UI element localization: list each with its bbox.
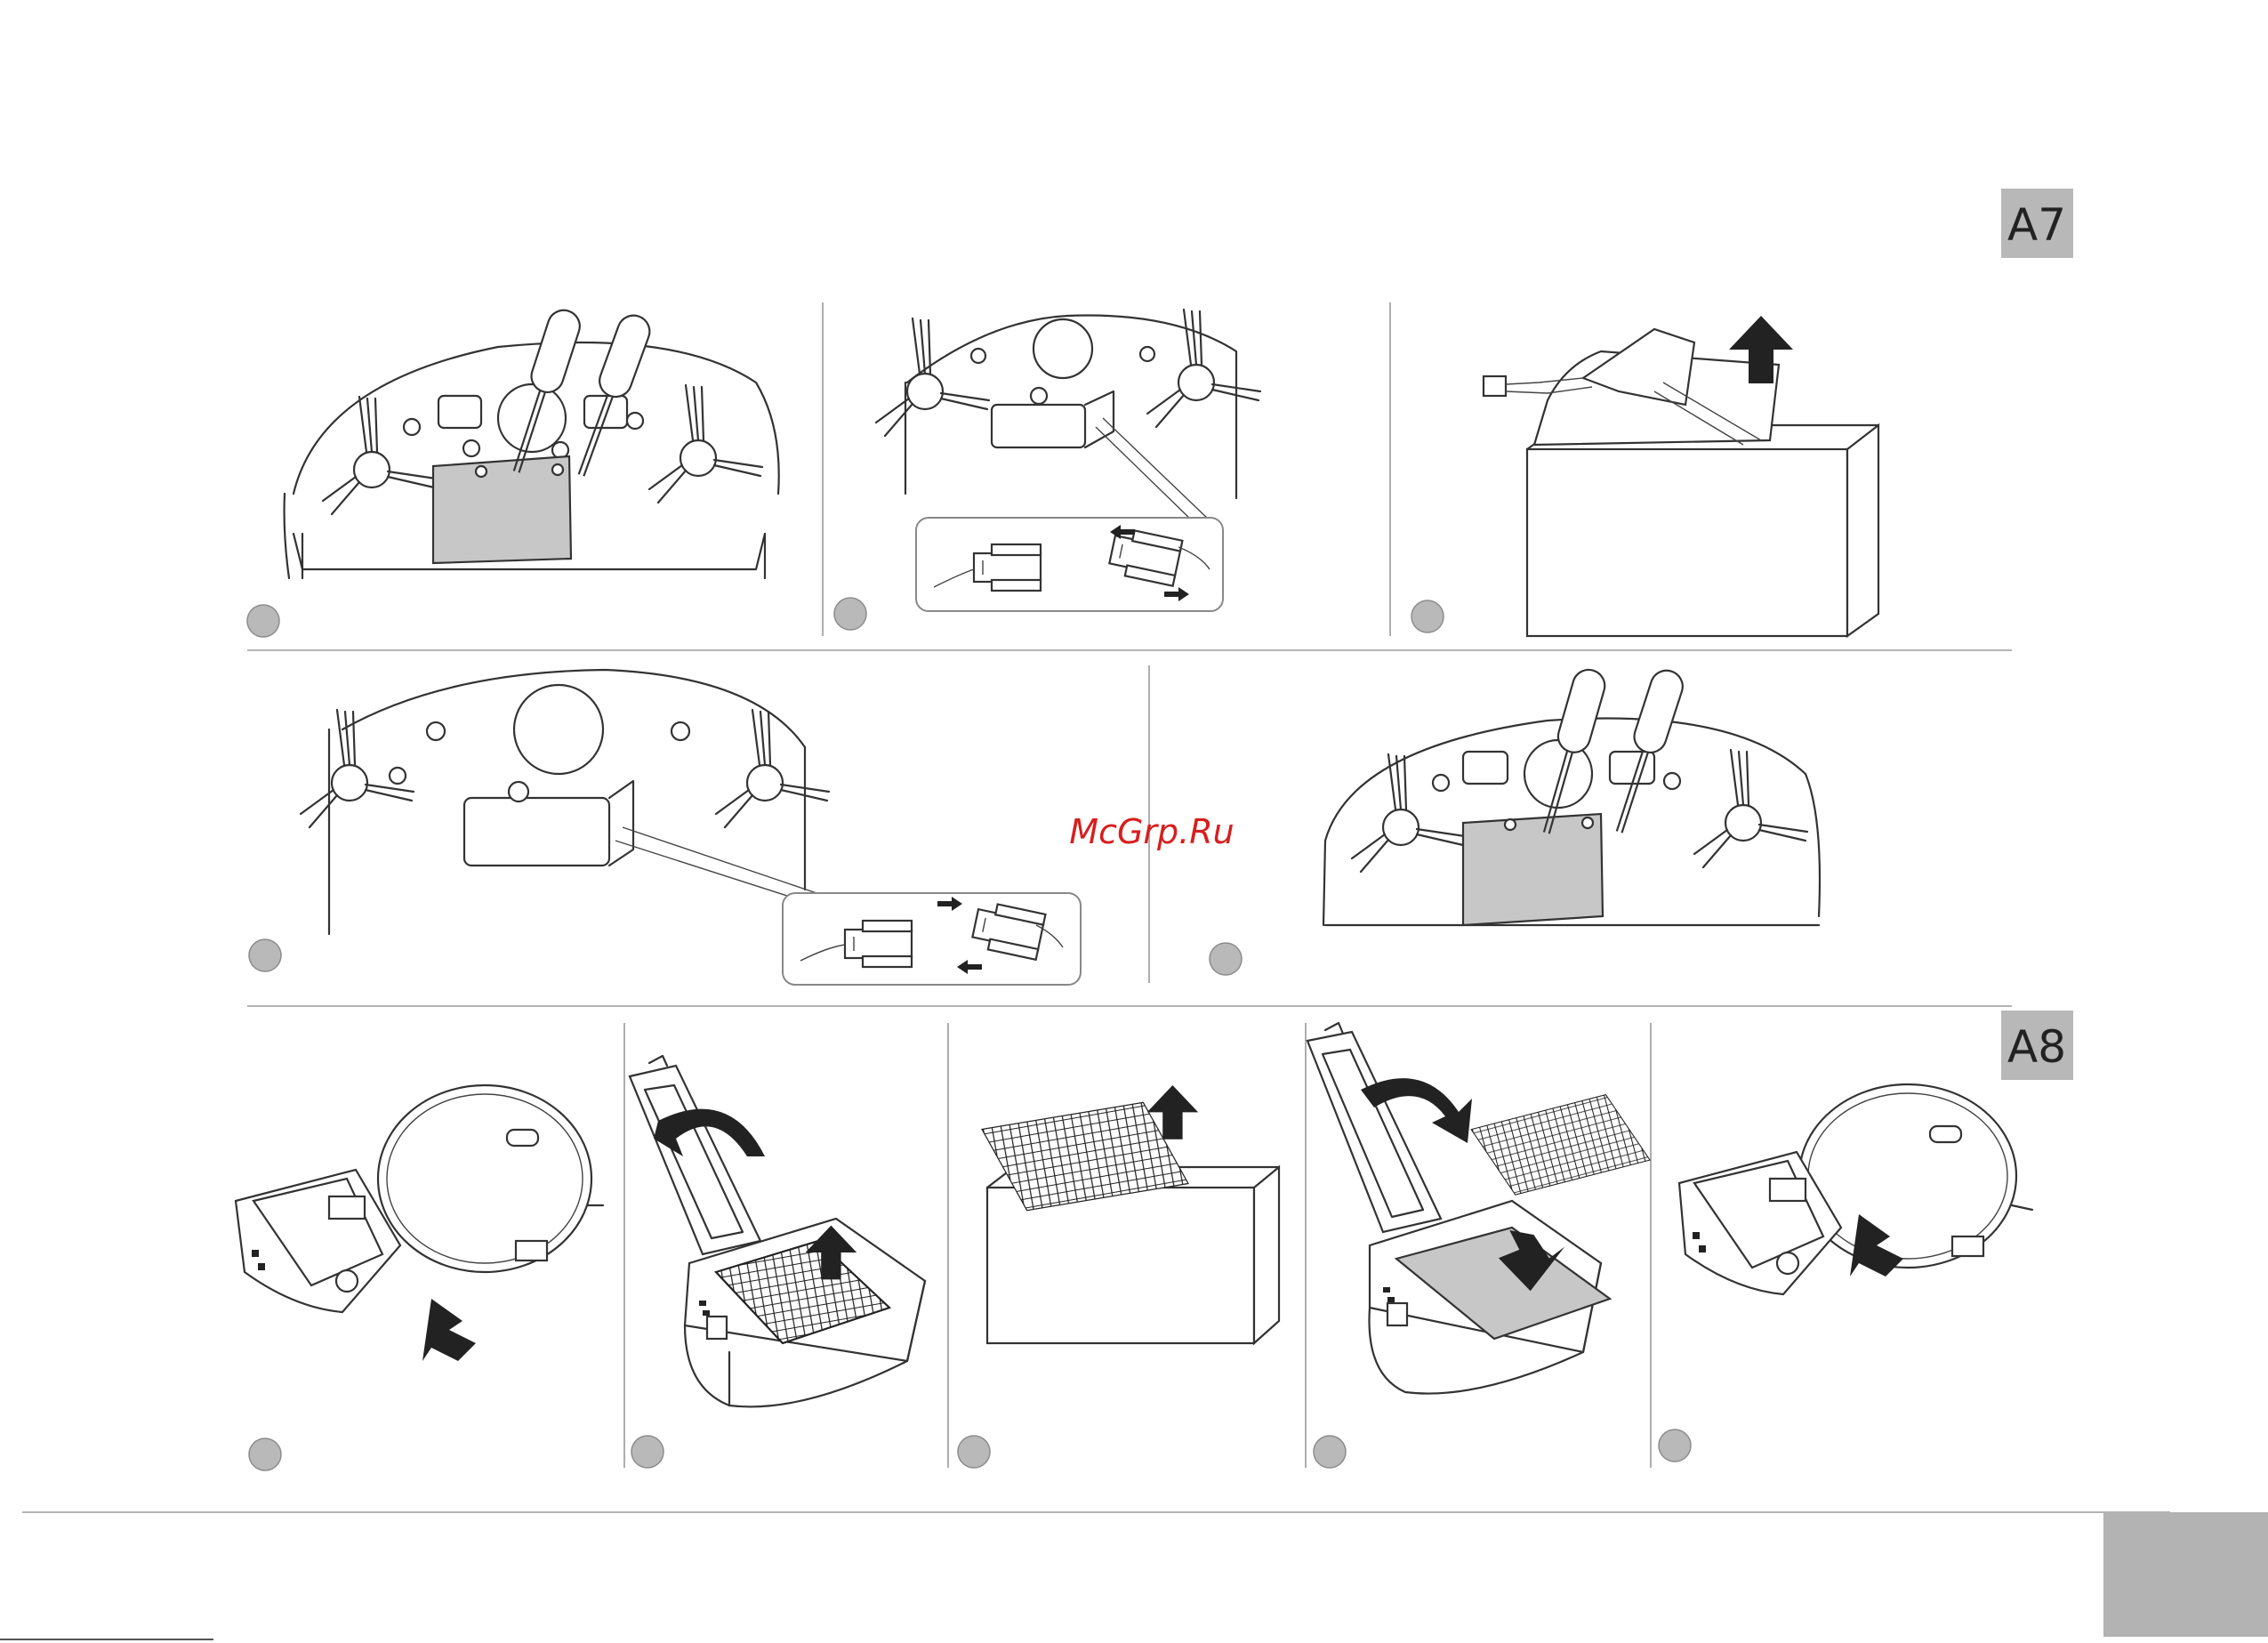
section-a7-badge: A7 xyxy=(2001,189,2073,258)
section-a7-label: A7 xyxy=(2007,199,2066,251)
step-marker xyxy=(631,1436,664,1468)
a7-step-5-illustration xyxy=(1210,666,1820,975)
step-marker xyxy=(249,1438,281,1470)
step-marker xyxy=(247,605,279,637)
battery-cover xyxy=(433,456,571,563)
a8-step-3-illustration xyxy=(958,1085,1279,1468)
a8-step-5-illustration xyxy=(1659,1084,2032,1462)
step-marker xyxy=(249,939,281,971)
battery xyxy=(464,798,609,866)
a8-step-4-illustration xyxy=(1307,1023,1651,1468)
a8-step-1-illustration xyxy=(236,1085,603,1470)
battery xyxy=(992,405,1085,447)
step-marker xyxy=(834,598,866,630)
a7-step-2-illustration xyxy=(834,310,1260,630)
a7-step-4-illustration xyxy=(249,670,1081,985)
robot-body xyxy=(378,1085,591,1272)
bin-box xyxy=(1527,449,1847,636)
a7-step-3-illustration xyxy=(1411,316,1878,636)
step-marker xyxy=(1210,943,1242,975)
step-marker xyxy=(1411,600,1444,632)
step-marker xyxy=(958,1436,990,1468)
section-a8-label: A8 xyxy=(2007,1021,2066,1073)
a7-step-1-illustration xyxy=(247,306,779,637)
a8-step-2-illustration xyxy=(630,1056,925,1468)
section-a8-badge: A8 xyxy=(2001,1011,2073,1080)
step-marker xyxy=(1659,1430,1691,1462)
watermark: McGrp.Ru xyxy=(1069,812,1234,851)
page-number-tab xyxy=(2103,1512,2268,1637)
bin-lid xyxy=(1307,1032,1441,1232)
battery-cover xyxy=(1463,814,1603,925)
step-marker xyxy=(1314,1436,1346,1468)
